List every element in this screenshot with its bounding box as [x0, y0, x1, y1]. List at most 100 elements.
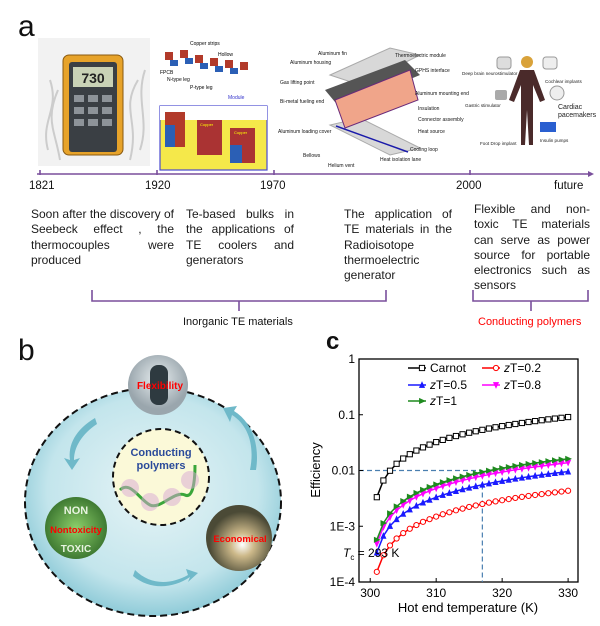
data-point [479, 480, 486, 488]
data-point [472, 428, 479, 435]
center-circle [112, 428, 210, 526]
label-aluminum-fin: Aluminum fin [318, 51, 347, 57]
data-point [545, 470, 552, 477]
data-point [433, 513, 440, 520]
label-foot-drop-implant: Foot Drop implant [480, 141, 517, 146]
data-point [400, 455, 407, 462]
data-point [512, 474, 519, 482]
data-point [538, 491, 545, 498]
data-point [551, 489, 559, 496]
data-point [393, 503, 401, 510]
group-brackets [91, 290, 589, 311]
label-insulation: Insulation [418, 106, 440, 112]
bracket-inorganic [91, 290, 387, 311]
badge-non: NON [64, 505, 89, 517]
data-point [479, 468, 487, 476]
group-label-polymers: Conducting polymers [478, 316, 582, 328]
data-point [532, 459, 539, 467]
tc-annotation: Tc = 293 K [343, 546, 399, 562]
data-point [386, 467, 394, 474]
data-point [545, 490, 552, 497]
legend-label-rest: T=1 [436, 394, 457, 408]
data-point [393, 515, 400, 523]
label-cardiac-pacemakers: Cardiac pacemakers [558, 104, 597, 119]
year-future: future [554, 180, 584, 192]
legend-label-z: z [503, 361, 510, 375]
data-point [466, 483, 473, 491]
label-heat-isolation-lane: Heat isolation lane [380, 157, 421, 163]
data-point [433, 481, 441, 488]
data-point [419, 498, 427, 506]
label-aluminum-loading-cover: Aluminum loading cover [278, 129, 332, 135]
data-point [446, 509, 453, 516]
arrow-icon-bottom [133, 569, 198, 587]
data-point [452, 432, 460, 440]
data-point [393, 460, 400, 467]
data-point [426, 516, 433, 523]
panel-b-diagram: Flexibility NON TOXIC Nontoxicity Econom… [24, 355, 282, 617]
data-point [532, 471, 539, 479]
data-point [485, 425, 493, 432]
data-point [380, 552, 387, 559]
data-point [565, 413, 572, 421]
year-2000: 2000 [456, 180, 482, 192]
data-point [565, 487, 572, 494]
data-point [439, 511, 446, 518]
data-point [552, 457, 559, 464]
data-point [433, 439, 440, 446]
year-1920: 1920 [145, 180, 171, 192]
series-zt-0-5 [373, 467, 572, 556]
data-point [505, 464, 513, 471]
data-point [439, 436, 446, 443]
data-point [538, 459, 546, 466]
legend-marker [418, 364, 426, 372]
property-nontoxicity: Nontoxicity [50, 525, 102, 536]
data-point [499, 423, 506, 430]
data-point [373, 568, 380, 575]
data-point [532, 418, 539, 425]
data-point [505, 495, 512, 503]
label-copper-2: Copper [234, 130, 248, 135]
legend-label-rest: T=0.2 [510, 361, 541, 375]
legend-label-rest: T=0.8 [510, 378, 541, 392]
data-point [459, 485, 466, 493]
data-point [525, 472, 532, 480]
data-point [486, 467, 493, 474]
label-p-type-leg: P-type leg [190, 85, 213, 91]
data-point [565, 455, 572, 462]
description-thermocouples: Soon after the discovery of Seebeck effe… [31, 207, 174, 267]
data-point [479, 426, 486, 433]
data-point [413, 489, 421, 497]
economical-image [206, 505, 272, 571]
data-point [558, 414, 565, 421]
arrow-icon-right [223, 406, 258, 470]
data-point [380, 520, 388, 527]
arrow-icon-left [64, 418, 97, 470]
data-point [479, 500, 486, 508]
panel-c-label: c [326, 328, 340, 355]
y-tick-label: 0.1 [338, 408, 355, 422]
data-point [373, 548, 380, 556]
data-point [492, 498, 499, 505]
data-point [386, 542, 394, 549]
data-point [459, 473, 467, 480]
tc-value: = 293 K [354, 546, 399, 560]
data-point [380, 477, 387, 484]
description-flexible: Flexible and non-toxic TE materials can … [474, 202, 590, 293]
data-point [406, 505, 413, 513]
data-point [406, 451, 413, 458]
data-point [413, 501, 420, 509]
label-gastric-stimulator: Gastric stimulator [465, 103, 501, 108]
year-1821: 1821 [29, 180, 55, 192]
data-point [485, 499, 493, 506]
data-point [519, 461, 526, 468]
panel-b-label: b [18, 334, 35, 367]
data-point [426, 483, 434, 491]
label-cooling-loop: Cooling loop [410, 147, 438, 153]
y-tick-label: 1E-4 [330, 575, 356, 589]
polymer-molecule-icon [118, 464, 199, 511]
data-point [499, 497, 506, 504]
legend-label-z: z [429, 378, 436, 392]
data-point [459, 505, 466, 512]
label-heat-source: Heat source [418, 129, 445, 135]
